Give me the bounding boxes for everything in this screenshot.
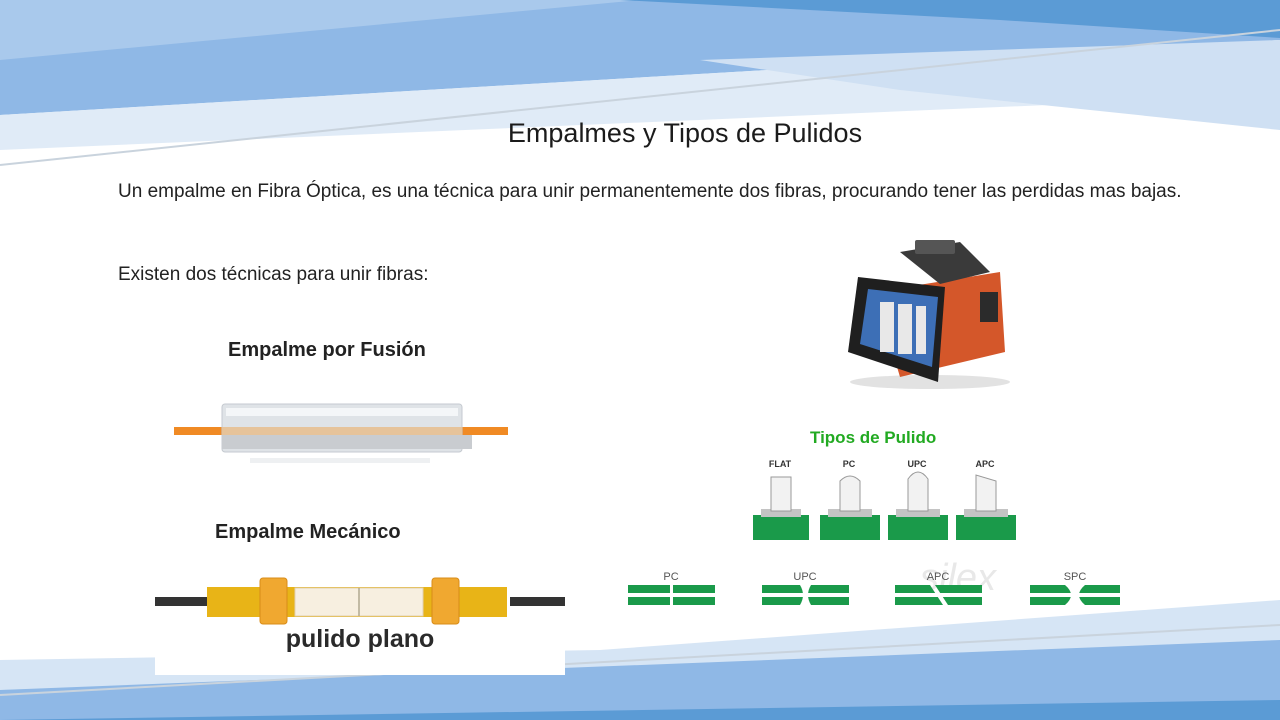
fusion-heading: Empalme por Fusión (228, 339, 426, 361)
contact-label-apc: APC (927, 571, 950, 583)
mechanical-heading: Empalme Mecánico (215, 521, 401, 543)
polish-types-title: Tipos de Pulido (810, 428, 936, 447)
polish-label-flat: FLAT (769, 459, 792, 469)
fusion-splice-image (174, 403, 508, 463)
polish-label-apc: APC (975, 459, 995, 469)
contact-label-pc: PC (663, 571, 678, 583)
polish-types-diagram: Tipos de Pulido FLAT PC UPC APC silex PC… (628, 428, 1120, 605)
polish-label-pc: PC (843, 459, 856, 469)
slide-title: Empalmes y Tipos de Pulidos (507, 118, 863, 148)
mechanical-caption: pulido plano (286, 625, 435, 653)
mechanical-splice-image: pulido plano (155, 575, 565, 675)
contact-label-spc: SPC (1064, 571, 1087, 583)
fusion-splicer-machine-image (848, 240, 1010, 389)
intro-paragraph: Un empalme en Fibra Óptica, es una técni… (118, 181, 1182, 202)
contact-label-upc: UPC (793, 571, 816, 583)
polish-label-upc: UPC (907, 459, 927, 469)
techniques-intro: Existen dos técnicas para unir fibras: (118, 264, 429, 285)
